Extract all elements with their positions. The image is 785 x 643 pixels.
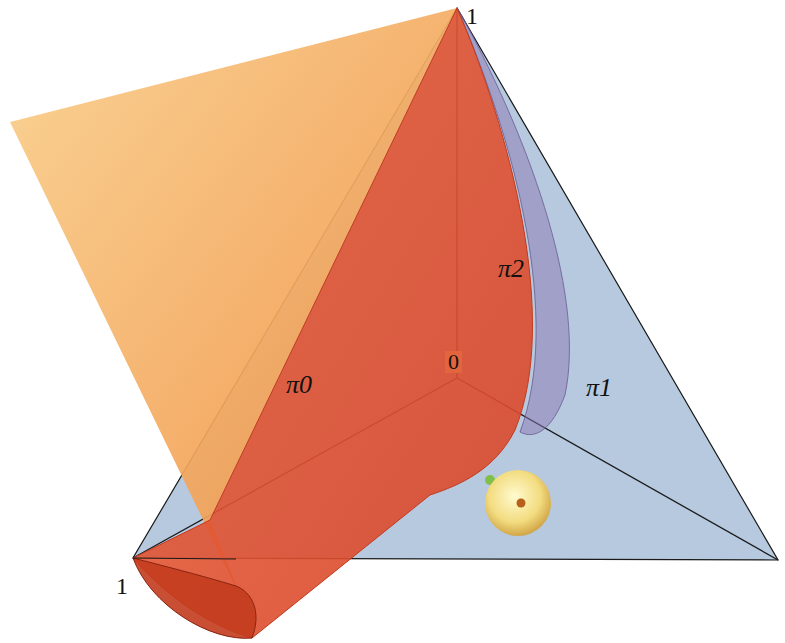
sphere-center (517, 499, 526, 508)
surface-curl (133, 558, 256, 638)
surface-label: π2 (498, 256, 524, 282)
surface-label: π0 (286, 372, 312, 398)
axis-label: 1 (116, 574, 128, 598)
sphere (485, 470, 551, 536)
edge-line (133, 558, 236, 559)
surface-label: π1 (586, 375, 612, 401)
axis-label: 1 (466, 4, 478, 28)
axis-label: 0 (445, 351, 462, 373)
surface-pi0 (133, 8, 532, 638)
